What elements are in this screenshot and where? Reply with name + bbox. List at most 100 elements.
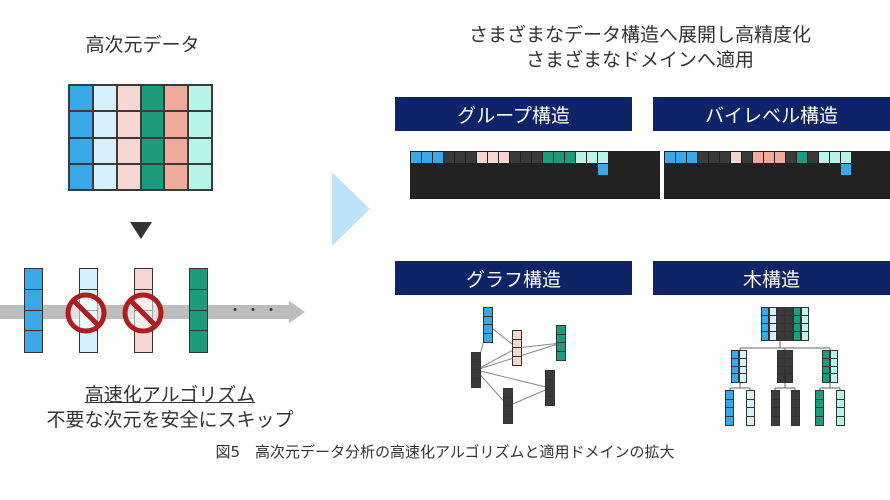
block-cell [80,269,97,290]
block-cell [786,374,792,382]
block-cell [762,316,768,324]
strip-cell [466,152,476,163]
block-cell [557,343,565,352]
block-cell [25,311,42,332]
block-cell [762,308,768,316]
strip-cell [554,152,564,163]
graph-node [471,352,481,388]
block-cell [484,317,492,325]
block-cell [747,400,754,408]
block-cell [786,359,792,367]
block-cell [484,325,492,334]
block-cell [802,316,808,324]
tree-leaf-node [791,390,800,426]
tree-leaf-node [815,390,824,426]
matrix-cell [141,164,164,189]
block-cell [726,400,733,408]
block-cell [190,311,207,332]
strip-cell [753,152,763,163]
matrix-cell [189,138,211,163]
block-cell [770,316,776,324]
block-cell [740,351,746,359]
block-cell [823,351,829,359]
block-cell [792,408,799,417]
block-cell [25,269,42,290]
block-cell [823,359,829,367]
strip-cell [709,152,719,163]
algorithm-subtitle: 不要な次元を安全にスキップ [46,409,294,431]
strip-cell [797,152,807,163]
tree-mid-node [785,350,793,383]
block-cell [786,308,792,316]
block-cell [794,332,800,340]
matrix-cell [117,138,140,163]
skip-arrow-head-icon [289,301,305,323]
matrix-cell [70,112,92,137]
strip-cell [830,152,840,163]
block-cell [732,351,738,359]
matrix-cell [165,138,188,163]
block-cell [786,332,792,340]
matrix-cell [117,112,140,137]
graph-edge [475,369,551,389]
block-cell [770,308,776,316]
strip-cell [543,152,553,163]
block-cell [794,316,800,324]
matrix-cell [70,164,92,189]
prohibit-icon [65,292,107,334]
group-structure-header: グループ構造 [395,97,632,131]
tree-root-node [801,307,809,341]
tree-root-node [777,307,785,341]
right-heading-line1: さまざまなデータ構造へ展開し高精度化 [468,24,811,46]
block-cell [823,367,829,375]
block-cell [831,351,837,359]
block-cell [732,359,738,367]
tree-root-node [769,307,777,341]
strip-cell [477,152,487,163]
matrix-cell [117,86,140,111]
block-cell [770,332,776,340]
block-cell [513,348,521,357]
tree-mid-node [739,350,747,383]
matrix-cell [165,112,188,137]
strip-cell [775,152,785,163]
tree-leaf-node [725,390,734,426]
strip-cell [587,152,597,163]
strip-cell [742,152,752,163]
matrix-cell [93,86,116,111]
tree-root-node [785,307,793,341]
strip-cell [422,152,432,163]
strip-cell [731,152,741,163]
strip-cell [598,152,608,163]
block-cell [772,417,779,426]
block-cell [772,408,779,417]
bilevel-structure-strip [664,151,890,199]
block-cell [472,370,480,379]
strip-cell [444,152,454,163]
strip-cell [455,152,465,163]
matrix-cell [141,112,164,137]
block-cell [816,391,823,400]
strip-cell [720,152,730,163]
block-cell [837,400,844,408]
block-cell [786,316,792,324]
block-cell [837,391,844,400]
block-cell [802,324,808,332]
matrix-cell [93,112,116,137]
graph-node [503,388,513,424]
strip-cell [499,152,509,163]
graph-node [545,370,555,406]
block-cell [747,391,754,400]
block-cell [513,331,521,340]
matrix-cell [141,86,164,111]
block-cell [190,269,207,290]
dimension-column [24,268,43,353]
block-cell [190,290,207,311]
matrix-cell [70,86,92,111]
strip-cell [698,152,708,163]
expand-arrow-icon [332,172,370,246]
block-cell [740,367,746,375]
matrix-cell [189,164,211,189]
block-cell [778,351,784,359]
group-structure-strip [410,151,660,199]
